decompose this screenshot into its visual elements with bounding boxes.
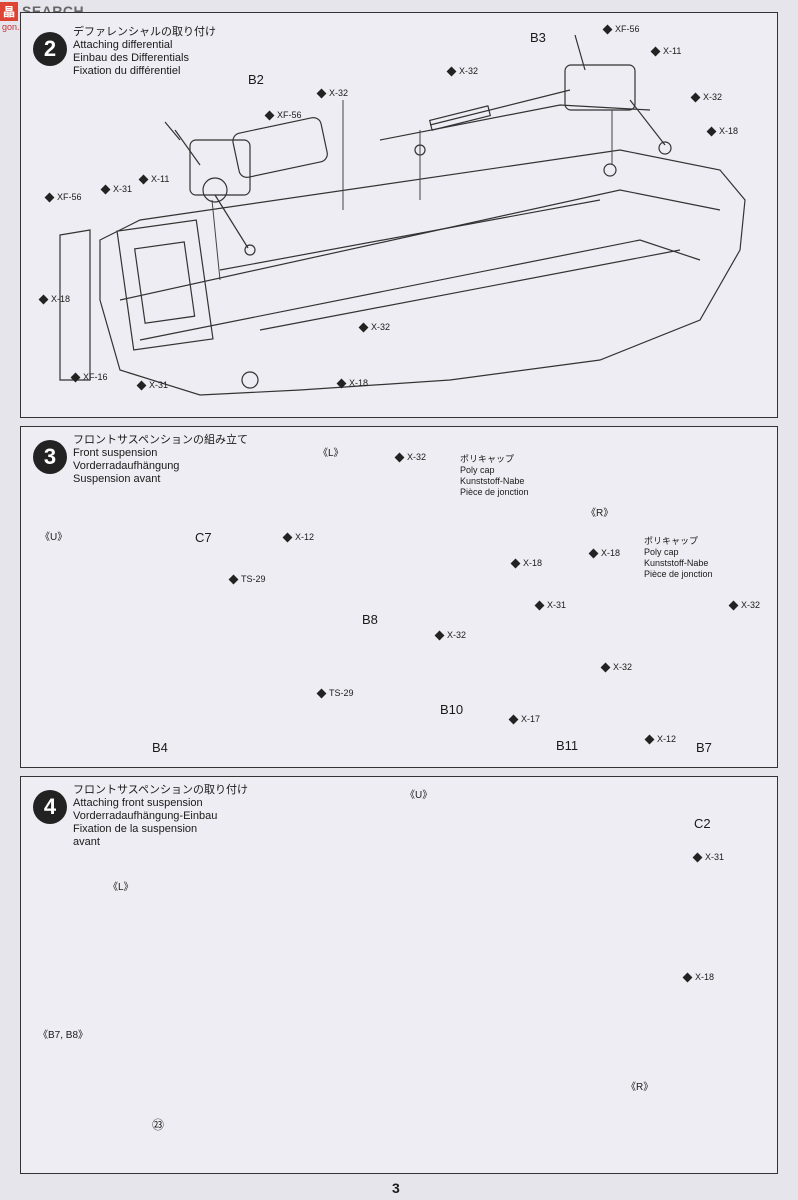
part-b2-label: B2 [248, 72, 264, 87]
part-x31-b: X-31 [138, 380, 168, 390]
part-b7-label: B7 [696, 740, 712, 755]
part-x31-a: X-31 [102, 184, 132, 194]
page-number: 3 [392, 1180, 400, 1196]
part-xf56-b: XF-56 [266, 110, 302, 120]
view-b7-b8-label: 《B7, B8》 [38, 1030, 89, 1041]
part-b4-label: B4 [152, 740, 168, 755]
view-r-label-4: 《R》 [626, 1082, 654, 1093]
part-b10-label: B10 [440, 702, 464, 717]
reference-step-23: ㉓ [152, 1118, 165, 1132]
part-x32-l-top: X-32 [396, 452, 426, 462]
watermark-brand-cn: 晶 [0, 1, 19, 21]
part-b3-label: B3 [530, 30, 546, 45]
part-x18-l: X-18 [512, 558, 542, 568]
part-ts29-a: TS-29 [230, 574, 266, 584]
step-2-number: 2 [33, 32, 67, 66]
part-x32-r-mid: X-32 [602, 662, 632, 672]
step-3-panel [20, 426, 778, 768]
polycap-note-left: ポリキャップ Poly cap Kunststoff-Nabe Pièce de… [460, 454, 529, 497]
part-xf56-a: XF-56 [604, 24, 640, 34]
step-2-title: デファレンシャルの取り付け Attaching differential Ein… [73, 26, 216, 77]
part-x18-r: X-18 [590, 548, 620, 558]
part-c2-label: C2 [694, 816, 711, 831]
part-b8-label: B8 [362, 612, 378, 627]
part-x32-l-bottom: X-32 [436, 630, 466, 640]
part-x12-l: X-12 [284, 532, 314, 542]
part-x18-4: X-18 [684, 972, 714, 982]
view-r-label: 《R》 [586, 508, 614, 519]
step-3-number: 3 [33, 440, 67, 474]
part-ts29-b: TS-29 [318, 688, 354, 698]
part-x31: X-31 [536, 600, 566, 610]
part-x32-r-right: X-32 [730, 600, 760, 610]
step-3-title: フロントサスペンションの組み立て Front suspension Vorder… [73, 434, 249, 485]
part-x32-d: X-32 [360, 322, 390, 332]
part-c7-label: C7 [195, 530, 212, 545]
differential-b3-drawing [428, 34, 672, 155]
polycap-note-right: ポリキャップ Poly cap Kunststoff-Nabe Pièce de… [644, 536, 713, 579]
part-x11-b: X-11 [140, 174, 169, 184]
view-l-label: 《L》 [318, 448, 344, 459]
part-x18-a: X-18 [708, 126, 738, 136]
part-b11-label: B11 [556, 738, 579, 753]
view-l-label-4: 《L》 [108, 882, 134, 893]
part-xf56-c: XF-56 [46, 192, 82, 202]
part-x12-r: X-12 [646, 734, 676, 744]
view-u-label: 《U》 [40, 532, 68, 543]
part-x11-a: X-11 [652, 46, 681, 56]
step-4-panel [20, 776, 778, 1174]
part-x32-a: X-32 [448, 66, 478, 76]
part-x18-b: X-18 [40, 294, 70, 304]
part-xf16: XF-16 [72, 372, 108, 382]
step-4-title: フロントサスペンションの取り付け Attaching front suspens… [73, 784, 249, 848]
part-x18-c: X-18 [338, 378, 368, 388]
part-x32-b: X-32 [692, 92, 722, 102]
part-x17: X-17 [510, 714, 540, 724]
part-x32-c: X-32 [318, 88, 348, 98]
step-4-number: 4 [33, 790, 67, 824]
step-2-chassis-drawing [59, 104, 746, 396]
part-x31-4: X-31 [694, 852, 724, 862]
differential-b2-drawing [164, 117, 328, 256]
view-u-label-4: 《U》 [405, 790, 433, 801]
step-2-panel [20, 12, 778, 418]
